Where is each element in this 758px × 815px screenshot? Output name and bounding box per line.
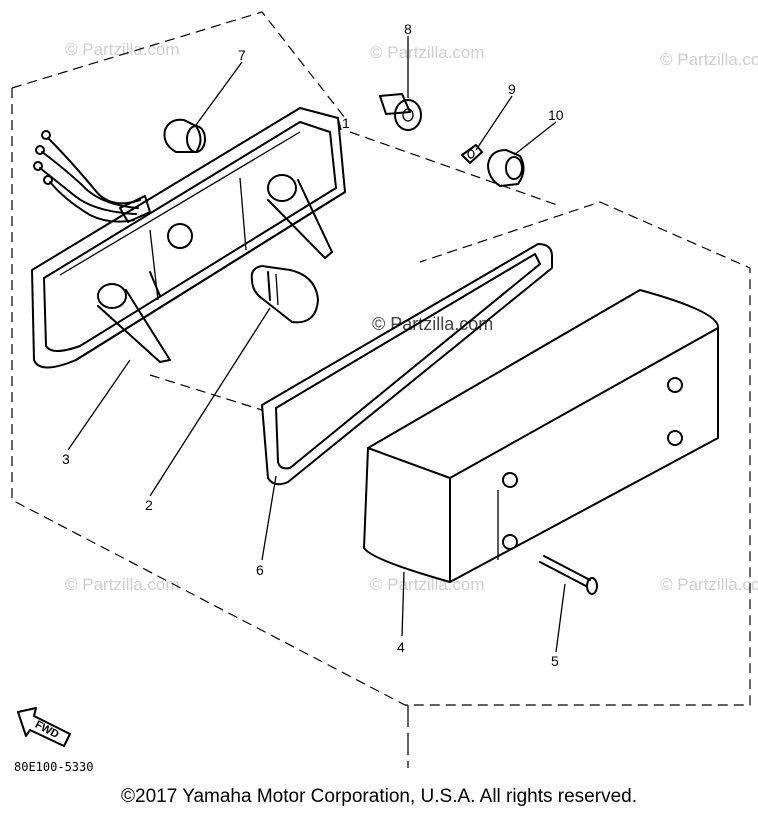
- watermark-group: © Partzilla.com © Partzilla.com © Partzi…: [65, 40, 758, 594]
- watermark: © Partzilla.com: [660, 50, 758, 69]
- washer: [461, 144, 483, 164]
- callout-4: 4: [397, 639, 405, 655]
- leader-lines: [67, 36, 566, 653]
- watermark: © Partzilla.com: [65, 575, 180, 594]
- callout-8: 8: [404, 21, 412, 37]
- copyright-notice: ©2017 Yamaha Motor Corporation, U.S.A. A…: [121, 786, 637, 807]
- nut: [487, 149, 525, 187]
- callout-3: 3: [62, 451, 70, 467]
- assembly-boundary: [11, 11, 751, 768]
- callout-9: 9: [508, 81, 516, 97]
- gasket: [261, 243, 553, 486]
- callout-6: 6: [256, 562, 264, 578]
- callout-7: 7: [238, 47, 246, 63]
- fwd-arrow-icon: FWD: [17, 707, 71, 747]
- callout-1: 1: [342, 115, 350, 131]
- bulb: [250, 265, 319, 324]
- grommet: [163, 118, 206, 153]
- collar: [379, 93, 422, 131]
- watermark-center: © Partzilla.com: [372, 314, 493, 334]
- watermark: © Partzilla.com: [370, 575, 485, 594]
- diagram-code: 80E100-5330: [14, 760, 93, 774]
- watermark: © Partzilla.com: [660, 575, 758, 594]
- callout-labels: 1 2 3 4 5 6 7 8 9 10: [62, 21, 564, 669]
- lens: [363, 289, 719, 583]
- watermark: © Partzilla.com: [65, 40, 180, 59]
- callout-10: 10: [548, 107, 564, 123]
- screw: [539, 555, 598, 595]
- watermark: © Partzilla.com: [370, 43, 485, 62]
- callout-2: 2: [145, 497, 153, 513]
- taillight-housing: [31, 107, 346, 369]
- callout-5: 5: [551, 653, 559, 669]
